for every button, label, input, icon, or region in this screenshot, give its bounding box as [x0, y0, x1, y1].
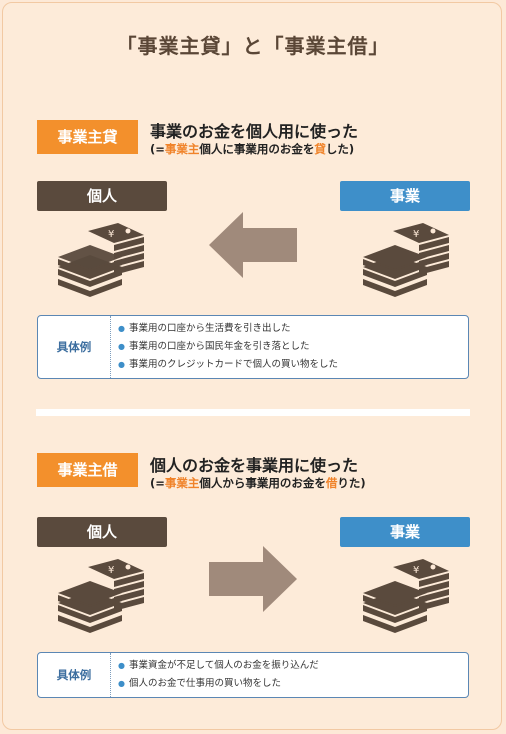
label-kojin: 個人: [37, 181, 167, 211]
section-headline: 事業のお金を個人用に使った: [150, 122, 359, 141]
label-jigyo: 事業: [340, 181, 470, 211]
money-stack-icon: ¥: [58, 223, 144, 297]
examples-list: 事業用の口座から生活費を引き出した 事業用の口座から国民年金を引き落とした 事業…: [118, 320, 338, 374]
section-subline: (=事業主個人から事業用のお金を借りた): [150, 476, 366, 490]
section-subline: (=事業主個人に事業用のお金を貸した): [150, 142, 355, 156]
money-stack-icon: ¥: [363, 223, 449, 297]
money-stack-icon: ¥: [363, 559, 449, 633]
svg-text:¥: ¥: [413, 565, 419, 576]
list-item: 事業資金が不足して個人のお金を振り込んだ: [118, 657, 319, 675]
section-divider: [36, 409, 470, 416]
svg-text:¥: ¥: [108, 229, 114, 240]
section-headline: 個人のお金を事業用に使った: [150, 456, 359, 475]
arrow-right-icon: [209, 546, 297, 612]
arrow-left-icon: [209, 212, 297, 278]
list-item: 個人のお金で仕事用の買い物をした: [118, 675, 319, 693]
examples-label: 具体例: [38, 316, 111, 378]
list-item: 事業用の口座から生活費を引き出した: [118, 320, 338, 338]
svg-text:¥: ¥: [413, 229, 419, 240]
examples-box: 具体例 事業用の口座から生活費を引き出した 事業用の口座から国民年金を引き落とし…: [37, 315, 469, 379]
section-badge-jigyonushi-kashi: 事業主貸: [37, 120, 138, 154]
section-badge-jigyonushi-kari: 事業主借: [37, 453, 138, 487]
svg-text:¥: ¥: [108, 565, 114, 576]
label-jigyo: 事業: [340, 517, 470, 547]
list-item: 事業用のクレジットカードで個人の買い物をした: [118, 356, 338, 374]
list-item: 事業用の口座から国民年金を引き落とした: [118, 338, 338, 356]
money-stack-icon: ¥: [58, 559, 144, 633]
label-kojin: 個人: [37, 517, 167, 547]
examples-box: 具体例 事業資金が不足して個人のお金を振り込んだ 個人のお金で仕事用の買い物をし…: [37, 652, 469, 698]
page-title: 「事業主貸」と「事業主借」: [116, 34, 390, 58]
examples-label: 具体例: [38, 653, 111, 697]
examples-list: 事業資金が不足して個人のお金を振り込んだ 個人のお金で仕事用の買い物をした: [118, 657, 319, 693]
